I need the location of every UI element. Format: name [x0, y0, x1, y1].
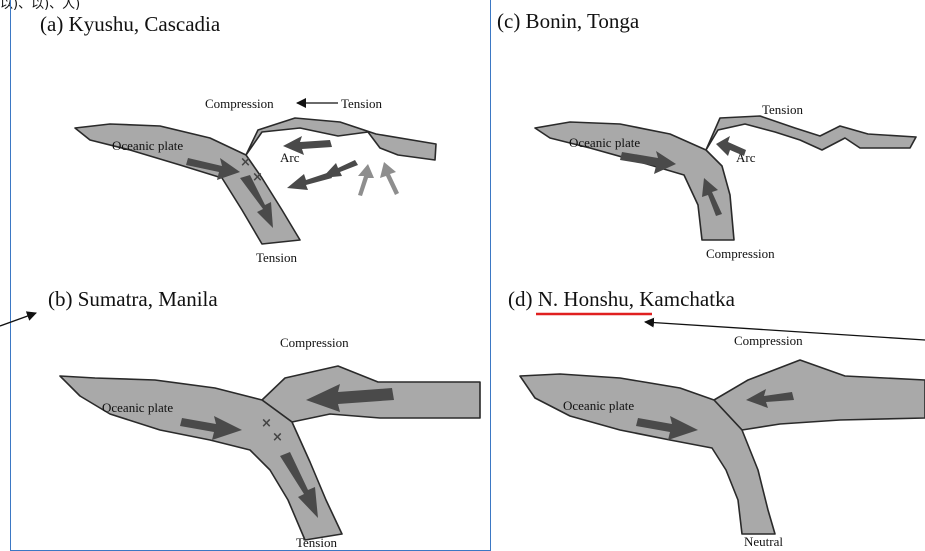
panel-a-compression-label: Compression	[205, 96, 274, 111]
panel-c-arc-motion-arrow	[716, 136, 746, 156]
panel-d-neutral-label: Neutral	[744, 534, 783, 549]
annotation-arrow-left	[0, 313, 36, 326]
panel-a-arc-label: Arc	[280, 150, 300, 165]
panel-b-compression-label: Compression	[280, 335, 349, 350]
panel-d-title-prefix: (d)	[508, 287, 538, 311]
panel-a-oceanic-label: Oceanic plate	[112, 138, 183, 153]
panel-b-oceanic-label: Oceanic plate	[102, 400, 173, 415]
panel-a-oceanic-plate	[75, 124, 300, 244]
panel-c-oceanic-label: Oceanic plate	[569, 135, 640, 150]
panel-a-mantle-flow-arrow-3	[358, 164, 374, 196]
panel-a-mantle-flow-arrow-4	[380, 162, 399, 195]
panel-c-title: (c) Bonin, Tonga	[497, 9, 640, 33]
panel-c-overriding-plate	[706, 116, 916, 150]
panel-a-seismic-mark-2: ×	[252, 170, 263, 185]
panel-b-seismic-mark-1: ×	[261, 416, 272, 431]
panel-a-tension-bottom-label: Tension	[256, 250, 297, 265]
panel-c-compression-bottom-label: Compression	[706, 246, 775, 261]
panel-a-seismic-mark-1: ×	[240, 155, 251, 170]
panel-c: (c) Bonin, Tonga Tension Oceanic plate A…	[497, 9, 916, 261]
panel-a-tension-top-label: Tension	[341, 96, 382, 111]
panel-b-title: (b) Sumatra, Manila	[48, 287, 218, 311]
panel-d-title-highlight: N. Honshu	[538, 287, 630, 311]
panel-d-compression-label: Compression	[734, 333, 803, 348]
panel-c-tension-label: Tension	[762, 102, 803, 117]
panel-d-oceanic-label: Oceanic plate	[563, 398, 634, 413]
panel-d-title-suffix: , Kamchatka	[629, 287, 736, 311]
panel-d-overriding-plate	[714, 360, 925, 430]
panel-a: (a) Kyushu, Cascadia Compression Tension…	[40, 12, 436, 265]
panel-a-mantle-flow-arrow-2	[322, 160, 358, 178]
panel-a-title: (a) Kyushu, Cascadia	[40, 12, 221, 36]
panel-b: (b) Sumatra, Manila Compression Oceanic …	[48, 287, 480, 550]
panel-a-overriding-plate	[246, 118, 436, 160]
panel-d-title: (d) N. Honshu, Kamchatka	[508, 287, 736, 311]
panel-b-seismic-mark-2: ×	[272, 430, 283, 445]
panel-b-tension-bottom-label: Tension	[296, 535, 337, 550]
